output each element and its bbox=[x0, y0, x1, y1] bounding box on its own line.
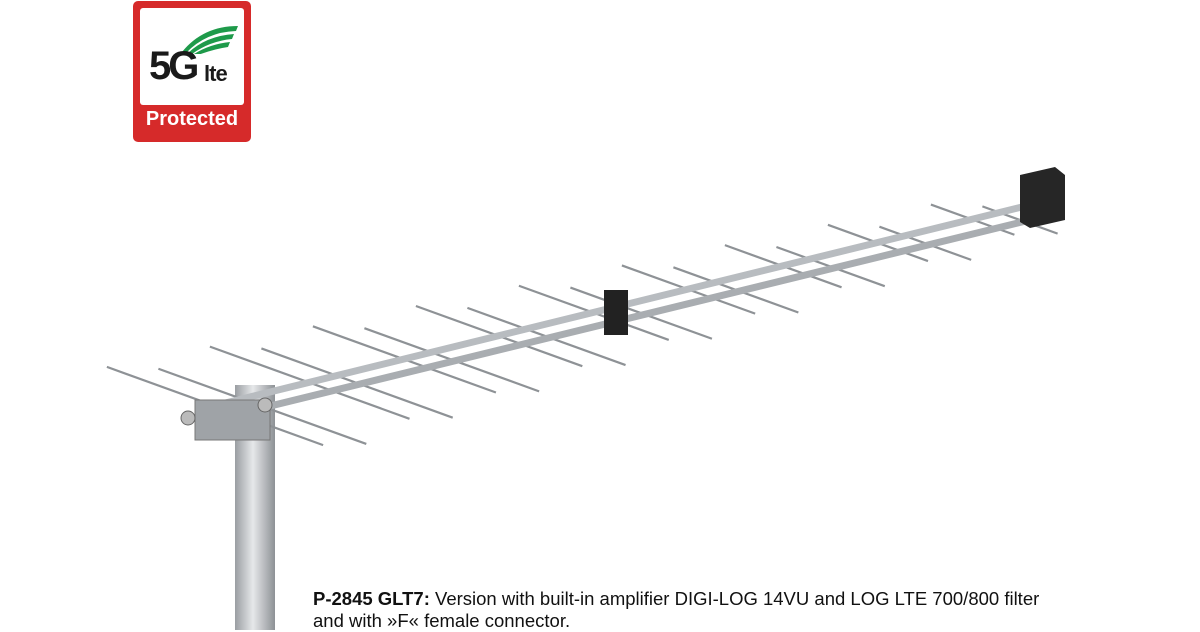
logo-lte-text: lte bbox=[204, 61, 228, 86]
balun-box bbox=[604, 290, 628, 335]
5g-lte-protected-logo: 5G lte Protected bbox=[133, 1, 251, 142]
caption-description: Version with built-in amplifier DIGI-LOG… bbox=[313, 588, 1040, 631]
logo-5g-text: 5G bbox=[149, 44, 199, 88]
logo-protected-text: Protected bbox=[145, 108, 239, 130]
signal-waves-icon bbox=[182, 26, 238, 54]
amplifier-box bbox=[1020, 167, 1065, 228]
product-caption: P-2845 GLT7: Version with built-in ampli… bbox=[313, 588, 1073, 632]
mount-clamp bbox=[180, 397, 273, 441]
model-number: P-2845 GLT7: bbox=[313, 588, 430, 609]
logo-panel: 5G lte bbox=[140, 8, 244, 105]
